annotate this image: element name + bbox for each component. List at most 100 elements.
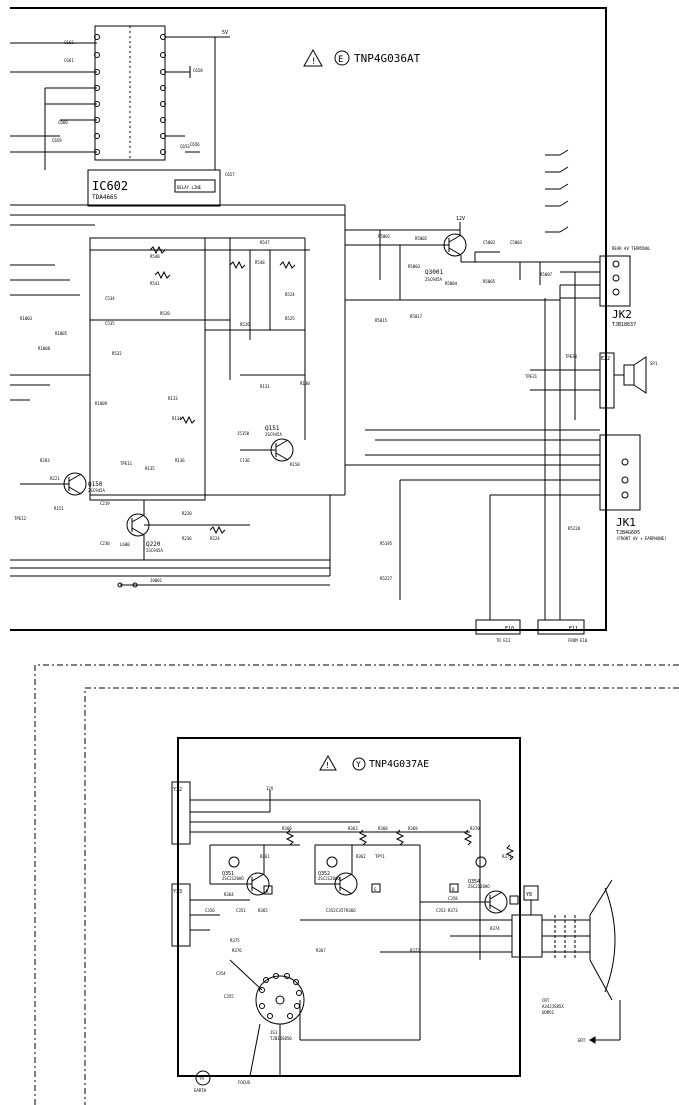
svg-text:R368: R368	[378, 826, 388, 831]
svg-text:C653: C653	[180, 144, 190, 149]
jk2-ref: JK2	[612, 308, 632, 321]
lower-supply: 12V	[266, 786, 274, 791]
svg-text:C219: C219	[100, 501, 110, 506]
svg-text:R5195: R5195	[380, 541, 393, 546]
svg-text:R150: R150	[290, 462, 300, 467]
svg-text:C351: C351	[236, 908, 246, 913]
svg-text:R525: R525	[285, 316, 295, 321]
svg-text:R1008: R1008	[38, 346, 51, 351]
svg-text:C353: C353	[436, 908, 446, 913]
svg-text:R224: R224	[210, 536, 220, 541]
svg-text:C358: C358	[448, 896, 458, 901]
svg-text:R5002: R5002	[415, 236, 428, 241]
svg-text:C659: C659	[52, 138, 62, 143]
q352-ref: Q352	[318, 871, 330, 877]
crt-part: A34JJS85X	[542, 1004, 564, 1009]
svg-text:C357: C357	[336, 908, 346, 913]
delay-line-label: DELAY LINE	[177, 185, 202, 190]
svg-text:C356: C356	[205, 908, 215, 913]
svg-text:C352: C352	[326, 908, 336, 913]
y9-symbol	[195, 1070, 211, 1086]
upper-board-letter-circle	[334, 50, 350, 66]
y33-label: Y33	[173, 889, 182, 895]
svg-text:R363: R363	[348, 826, 358, 831]
socket-ref: JS1	[270, 1030, 278, 1035]
tp-e12: TPE12	[14, 516, 27, 521]
svg-text:R133: R133	[168, 396, 178, 401]
svg-text:R5007: R5007	[540, 272, 553, 277]
svg-text:R5004: R5004	[445, 281, 458, 286]
svg-text:!: !	[325, 761, 330, 770]
svg-text:R526: R526	[240, 322, 250, 327]
tp-e30: TPE30	[565, 354, 578, 359]
svg-text:R367: R367	[316, 948, 326, 953]
svg-text:C662: C662	[64, 40, 74, 45]
upper-board-outline	[10, 7, 607, 631]
svg-text:C230: C230	[100, 541, 110, 546]
svg-text:J5150: J5150	[237, 431, 250, 436]
lower-warning-icon: !	[319, 754, 337, 771]
upper-board	[10, 7, 647, 635]
q3001-ref: Q3001	[425, 269, 443, 276]
ic602-part: TDA4665	[92, 194, 118, 201]
svg-text:R365: R365	[258, 908, 268, 913]
jk1-caption: (FRONT AV + EARPHONE)	[616, 536, 667, 541]
svg-text:C355: C355	[224, 994, 234, 999]
svg-text:R134: R134	[172, 416, 182, 421]
center-block	[89, 237, 206, 501]
enclosure-lines	[34, 664, 679, 1105]
svg-text:L600: L600	[120, 542, 130, 547]
svg-text:R151: R151	[54, 506, 64, 511]
ic602-ref: IC602	[92, 179, 128, 193]
lower-board-number: TNP4G037AE	[369, 759, 429, 770]
svg-text:R362: R362	[356, 854, 366, 859]
speaker-label: SP1	[650, 361, 658, 366]
e10-label: E10	[505, 626, 514, 632]
svg-text:C535: C535	[105, 321, 115, 326]
svg-text:R1005: R1005	[55, 331, 68, 336]
svg-text:R360: R360	[282, 826, 292, 831]
jk1-part: TJB4G605	[616, 530, 640, 536]
q151-part: 2SC945A	[265, 432, 282, 437]
svg-text:C656: C656	[190, 142, 200, 147]
q3001-part: 2SC945A	[425, 277, 442, 282]
svg-text:R135: R135	[145, 466, 155, 471]
svg-text:R221: R221	[50, 476, 60, 481]
svg-text:R1003: R1003	[20, 316, 33, 321]
svg-text:J8001: J8001	[150, 578, 163, 583]
svg-text:C5002: C5002	[483, 240, 496, 245]
jk1-ref: JK1	[616, 516, 636, 529]
svg-text:R5227: R5227	[380, 576, 393, 581]
supply-12v: 12V	[456, 216, 465, 222]
upper-board-letter: E	[338, 55, 343, 65]
q151-ref: Q151	[265, 425, 280, 432]
focus-label: FOCUS	[238, 1080, 251, 1085]
y8-label: Y8	[526, 892, 532, 898]
svg-text:R520: R520	[160, 311, 170, 316]
svg-text:R374: R374	[490, 926, 500, 931]
svg-text:C354: C354	[216, 971, 226, 976]
q351-ref: Q351	[222, 871, 234, 877]
svg-text:R372: R372	[410, 948, 420, 953]
q150-part: 2SC945A	[88, 488, 105, 493]
tp-e31: TPE31	[525, 374, 538, 379]
lower-board-outline	[177, 737, 521, 1077]
crt-neck	[511, 879, 616, 1001]
svg-text:R376: R376	[232, 948, 242, 953]
svg-text:R371: R371	[502, 854, 512, 859]
jk2-caption: REAR AV TERMINAL	[612, 246, 651, 251]
svg-text:C660: C660	[58, 120, 68, 125]
jk2-part: TJB18637	[612, 322, 636, 328]
svg-text:C534: C534	[105, 296, 115, 301]
svg-text:R373: R373	[448, 908, 458, 913]
svg-text:R547: R547	[260, 240, 270, 245]
speaker-symbol	[623, 356, 647, 394]
svg-text:C657: C657	[225, 172, 235, 177]
e22-connector	[599, 352, 615, 409]
ert-label: ERT	[578, 1038, 586, 1043]
q150-ref: Q150	[88, 481, 103, 488]
e22-label: E22	[601, 356, 610, 362]
svg-text:R361: R361	[260, 854, 270, 859]
svg-text:R1009: R1009	[95, 401, 108, 406]
